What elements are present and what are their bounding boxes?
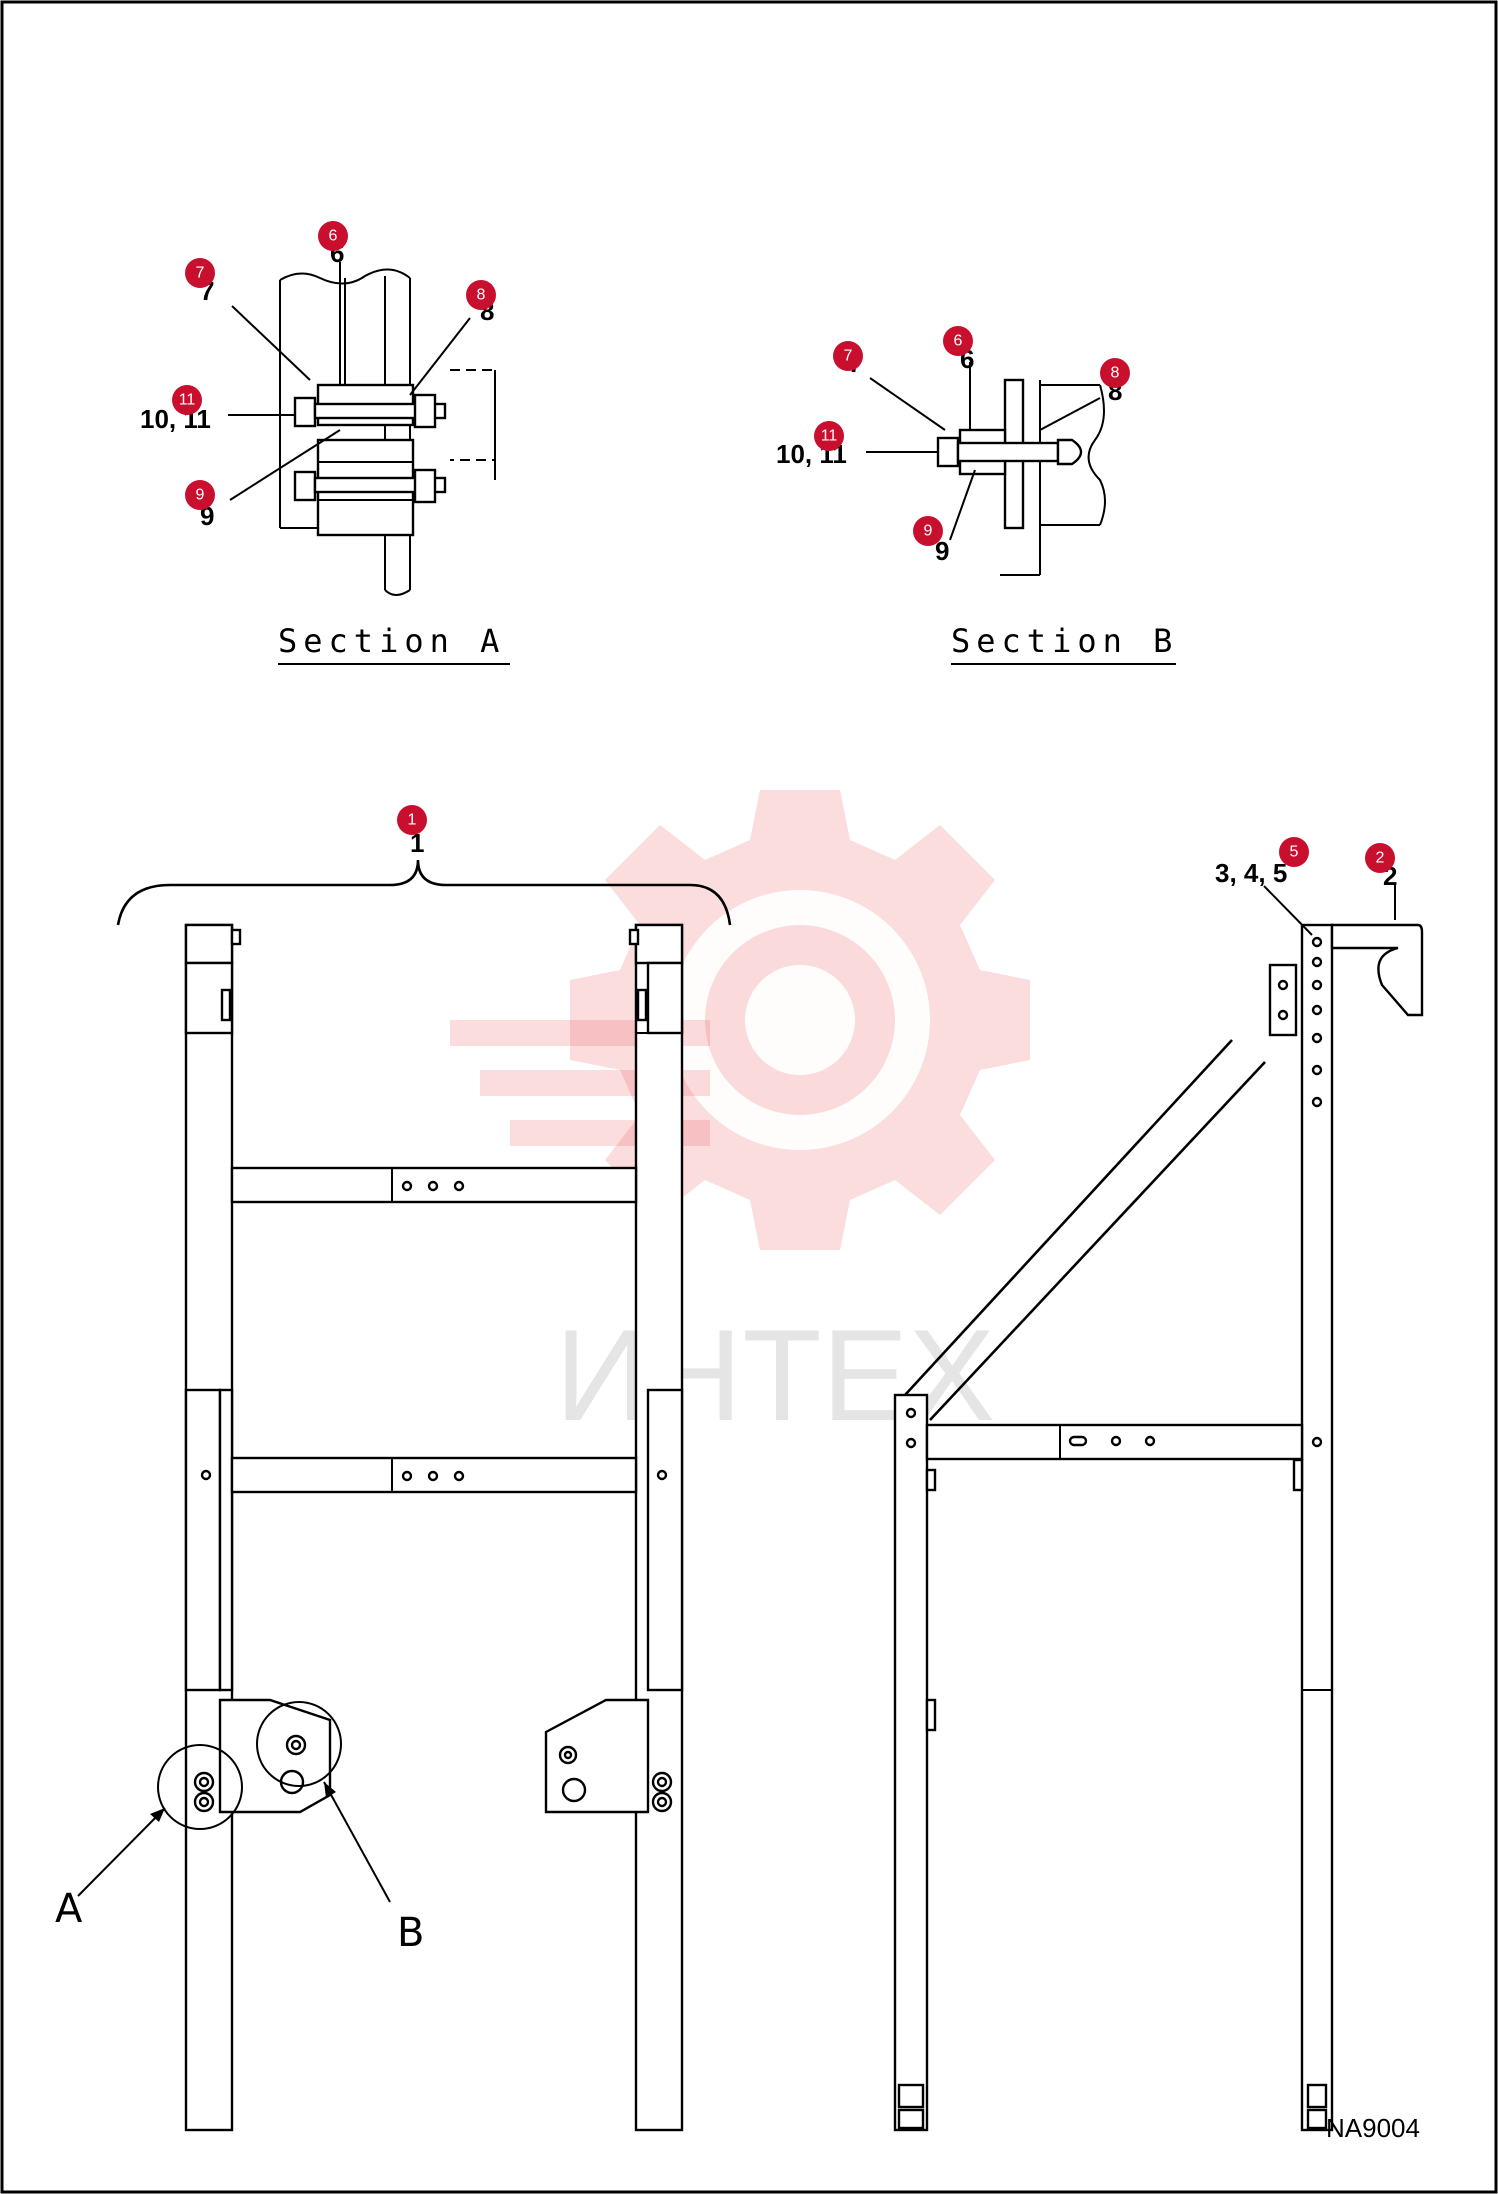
svg-text:11: 11 bbox=[179, 392, 196, 409]
marker-b11[interactable]: 11 bbox=[814, 421, 844, 451]
label-1: 1 bbox=[410, 828, 424, 858]
detail-a-label: A bbox=[55, 1886, 83, 1932]
svg-text:9: 9 bbox=[924, 523, 933, 540]
callout-markers: 7 6 8 11 9 7 6 8 11 9 1 5 2 bbox=[172, 221, 1395, 873]
svg-text:8: 8 bbox=[477, 287, 486, 304]
label-9: 9 bbox=[935, 536, 949, 566]
label-3-4-5: 3, 4, 5 bbox=[1215, 858, 1287, 888]
section-a-title: Section A bbox=[278, 622, 505, 660]
svg-text:6: 6 bbox=[954, 333, 963, 350]
marker-2[interactable]: 2 bbox=[1365, 843, 1395, 873]
marker-b7[interactable]: 7 bbox=[833, 341, 863, 371]
marker-a8[interactable]: 8 bbox=[466, 280, 496, 310]
svg-text:11: 11 bbox=[821, 428, 838, 445]
ladder-side-view: 3, 4, 5 2 bbox=[893, 858, 1424, 2132]
detail-b-label: B bbox=[397, 1910, 424, 1956]
ladder-front-view: 1 bbox=[55, 828, 732, 2132]
svg-text:6: 6 bbox=[329, 228, 338, 245]
svg-text:7: 7 bbox=[844, 348, 853, 365]
marker-5[interactable]: 5 bbox=[1279, 837, 1309, 867]
marker-a11[interactable]: 11 bbox=[172, 385, 202, 415]
drawing-code: NA9004 bbox=[1326, 2113, 1420, 2143]
svg-text:7: 7 bbox=[196, 265, 205, 282]
svg-text:1: 1 bbox=[408, 812, 417, 829]
marker-b6[interactable]: 6 bbox=[943, 326, 973, 356]
marker-1[interactable]: 1 bbox=[397, 805, 427, 835]
marker-a9[interactable]: 9 bbox=[185, 480, 215, 510]
section-a-detail: 7 6 8 10, 11 9 Section A bbox=[140, 238, 510, 665]
watermark-logo: ИНТЕХ bbox=[450, 790, 1030, 1448]
marker-b9[interactable]: 9 bbox=[913, 516, 943, 546]
marker-a7[interactable]: 7 bbox=[185, 258, 215, 288]
marker-b8[interactable]: 8 bbox=[1100, 358, 1130, 388]
section-b-detail: 7 6 8 10, 11 9 Section B bbox=[776, 344, 1178, 665]
svg-text:5: 5 bbox=[1290, 844, 1299, 861]
svg-text:9: 9 bbox=[196, 487, 205, 504]
svg-text:2: 2 bbox=[1376, 850, 1385, 867]
svg-text:8: 8 bbox=[1111, 365, 1120, 382]
marker-a6[interactable]: 6 bbox=[318, 221, 348, 251]
section-b-title: Section B bbox=[951, 622, 1178, 660]
